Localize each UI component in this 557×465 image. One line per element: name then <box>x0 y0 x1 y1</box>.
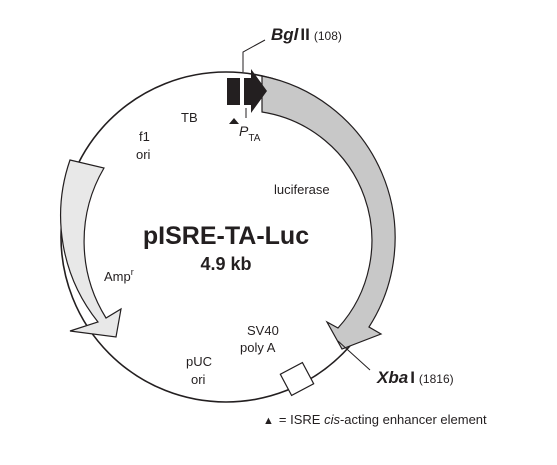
puc-ori-line1: pUC <box>186 354 212 369</box>
pta-label: PTA <box>239 123 261 144</box>
legend-triangle-icon: ▲ <box>263 415 274 427</box>
ampr-main: Amp <box>104 269 131 284</box>
tb-label: TB <box>181 110 198 125</box>
xbai-name-roman: I <box>410 368 415 387</box>
xbai-name-italic: Xba <box>376 368 408 387</box>
f1-ori-line2: ori <box>136 147 151 162</box>
legend-italic: cis <box>324 412 340 427</box>
legend: ▲ = ISRE cis-acting enhancer element <box>263 412 487 427</box>
bglii-name-italic: Bgl <box>271 25 300 44</box>
ampr-arrow <box>60 159 122 338</box>
sv40-line1: SV40 <box>247 323 279 338</box>
promoter-arrow <box>244 69 267 113</box>
ampr-label: Ampr <box>104 267 134 284</box>
puc-ori-line2: ori <box>191 372 206 387</box>
pta-main: P <box>239 123 249 139</box>
xbai-position: (1816) <box>419 372 454 386</box>
legend-prefix: = ISRE <box>279 412 324 427</box>
bglii-position: (108) <box>314 29 342 43</box>
luciferase-arrow <box>261 75 396 350</box>
sv40-polya-box <box>279 361 315 397</box>
plasmid-size: 4.9 kb <box>200 254 251 274</box>
sv40-line2: poly A <box>240 340 276 355</box>
f1-ori-line1: f1 <box>139 129 150 144</box>
bglii-name-roman: II <box>300 25 309 44</box>
xbai-leader-line <box>337 340 371 371</box>
isre-promoter-block <box>227 69 267 113</box>
pta-sub: TA <box>248 133 260 144</box>
ampr-sup: r <box>131 267 134 277</box>
legend-suffix: -acting enhancer element <box>340 412 487 427</box>
isre-block-left <box>227 78 240 105</box>
plasmid-name: pISRE-TA-Luc <box>143 222 309 250</box>
bglii-leader-line <box>242 39 266 72</box>
luciferase-label: luciferase <box>274 182 330 197</box>
isre-triangle-icon <box>229 118 239 124</box>
